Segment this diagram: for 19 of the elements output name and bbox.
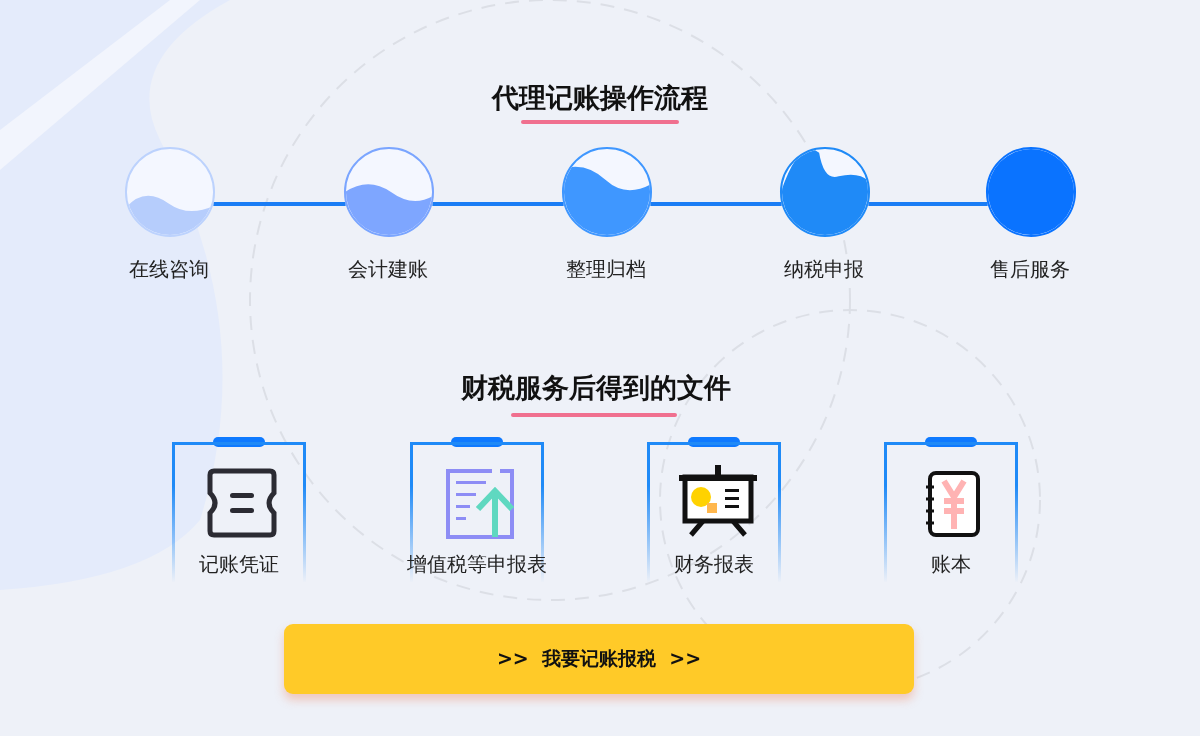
connector-line bbox=[650, 202, 782, 206]
step-label: 会计建账 bbox=[348, 256, 428, 283]
document-card bbox=[884, 442, 1018, 582]
connector-line bbox=[868, 202, 988, 206]
step-label: 整理归档 bbox=[566, 256, 646, 283]
card-label: 账本 bbox=[931, 551, 971, 578]
section-title: 代理记账操作流程 bbox=[492, 81, 708, 115]
card-label: 增值税等申报表 bbox=[407, 551, 547, 578]
card-label: 记账凭证 bbox=[199, 551, 279, 578]
card-label: 财务报表 bbox=[674, 551, 754, 578]
action-button: >> 我要记账报税 >> bbox=[284, 624, 914, 694]
connector-line bbox=[213, 202, 346, 206]
document-card bbox=[647, 442, 781, 582]
step-label: 纳税申报 bbox=[784, 256, 864, 283]
document-card bbox=[172, 442, 306, 582]
step-label: 在线咨询 bbox=[129, 256, 209, 283]
section-title: 财税服务后得到的文件 bbox=[461, 371, 731, 405]
connector-line bbox=[432, 202, 564, 206]
step-label: 售后服务 bbox=[990, 256, 1070, 283]
